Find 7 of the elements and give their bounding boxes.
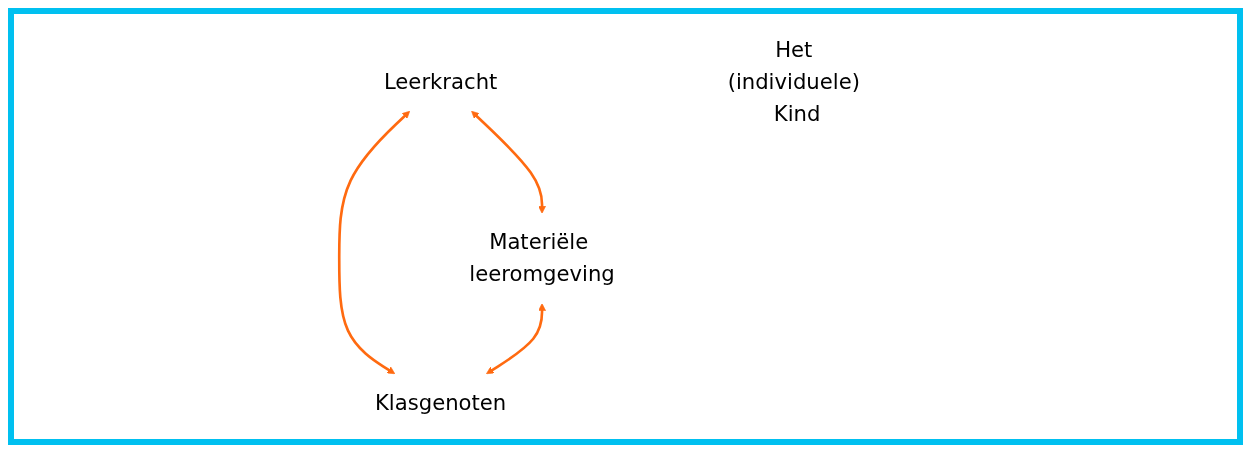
node-text: Materiële leeromgeving <box>469 230 615 287</box>
arrow <box>486 303 546 375</box>
node-text: Het (individuele) Kind <box>727 37 860 126</box>
arrow <box>337 110 411 375</box>
node-text: Leerkracht <box>383 69 498 95</box>
node-text: Klasgenoten <box>374 390 507 416</box>
arrow <box>471 110 546 214</box>
